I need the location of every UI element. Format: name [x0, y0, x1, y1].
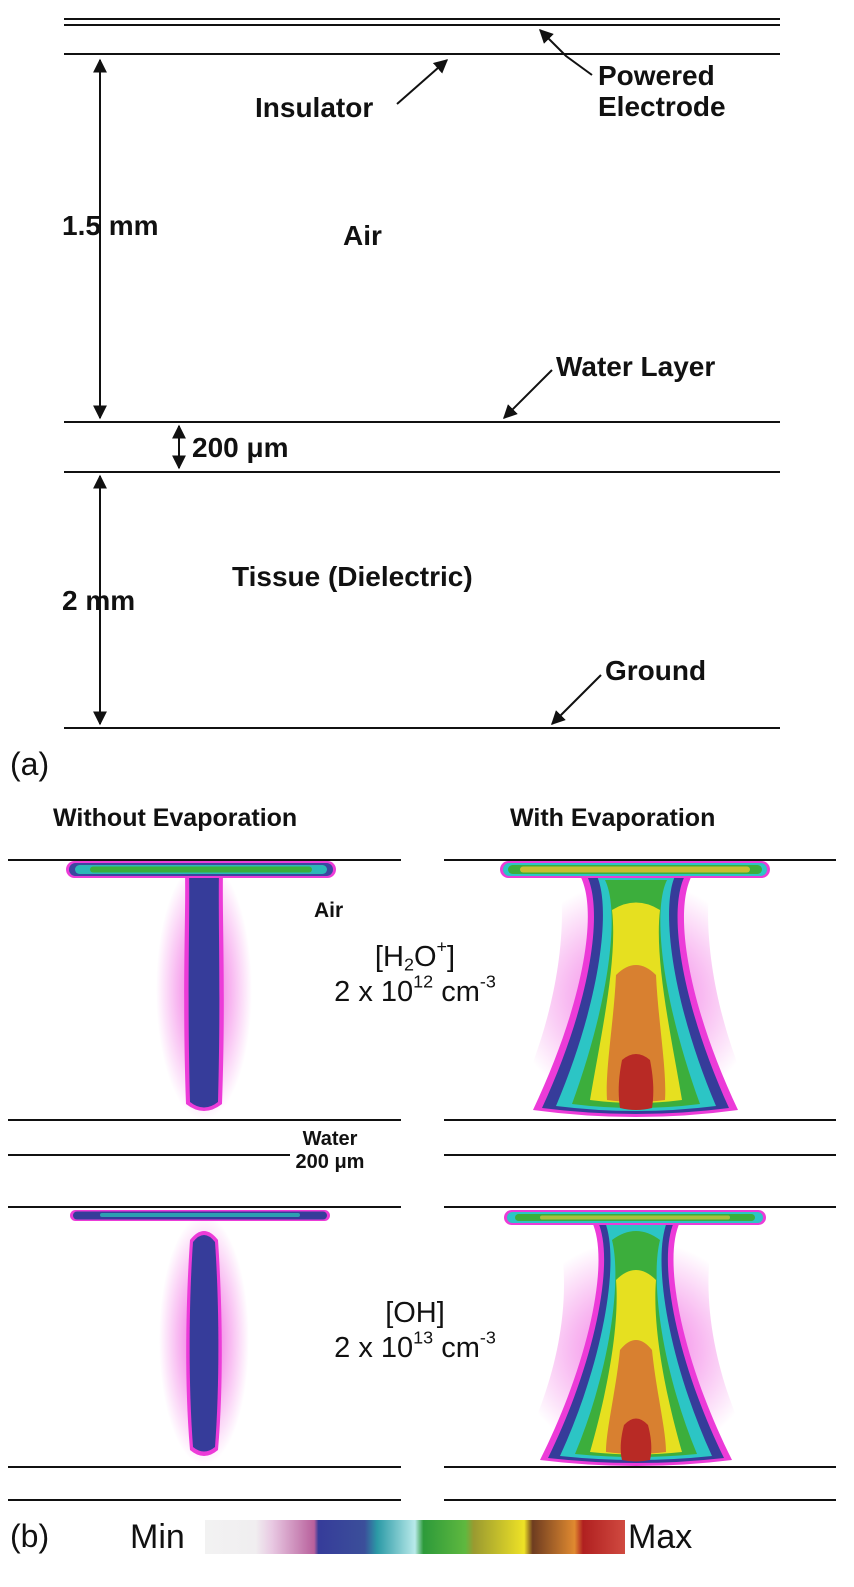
h2o-concentration: 2 x 1012 cm-3 — [334, 971, 496, 1008]
oh-without-evaporation-plot — [70, 1210, 330, 1465]
water-region-label: Water 200 μm — [295, 1128, 365, 1173]
powered-electrode-label: Powered Electrode — [598, 60, 726, 123]
panel-a-tag: (a) — [10, 746, 50, 782]
oh-name: [OH] — [385, 1297, 445, 1329]
colorbar-max-label: Max — [628, 1518, 693, 1556]
insulator-label: Insulator — [255, 92, 374, 123]
h2o-species-label: [H2O+] 2 x 1012 cm-3 — [300, 936, 530, 1010]
air-region-label: Air — [314, 899, 344, 922]
oh-concentration: 2 x 1013 cm-3 — [334, 1327, 496, 1364]
air-label: Air — [343, 220, 382, 251]
h2o-without-evaporation-plot — [66, 860, 336, 1120]
h2o-with-evaporation-plot — [500, 861, 770, 1117]
panel-b-tag: (b) — [10, 1518, 50, 1554]
ground-pointer-arrow — [551, 674, 602, 725]
water-thickness-label: 200 μm — [192, 432, 289, 463]
panel-a-diagram — [64, 18, 780, 729]
colorbar-min-label: Min — [130, 1518, 185, 1556]
oh-species-label: [OH] 2 x 1013 cm-3 — [300, 1296, 530, 1366]
gap-thickness-label: 1.5 mm — [62, 210, 159, 241]
column-header-with-evaporation: With Evaporation — [510, 804, 716, 832]
panel-b-boundaries — [8, 859, 836, 1501]
electrode-pointer-arrow — [539, 29, 593, 76]
ground-label: Ground — [605, 655, 707, 686]
colorbar — [205, 1520, 625, 1554]
water-layer-label: Water Layer — [556, 351, 716, 382]
tissue-thickness-label: 2 mm — [62, 585, 136, 616]
water-layer-pointer-arrow — [503, 369, 553, 419]
oh-with-evaporation-plot — [504, 1210, 766, 1466]
tissue-label: Tissue (Dielectric) — [232, 561, 473, 592]
h2o-name: [H2O+] — [374, 936, 456, 975]
column-header-without-evaporation: Without Evaporation — [53, 804, 298, 832]
insulator-pointer-arrow — [396, 59, 449, 105]
